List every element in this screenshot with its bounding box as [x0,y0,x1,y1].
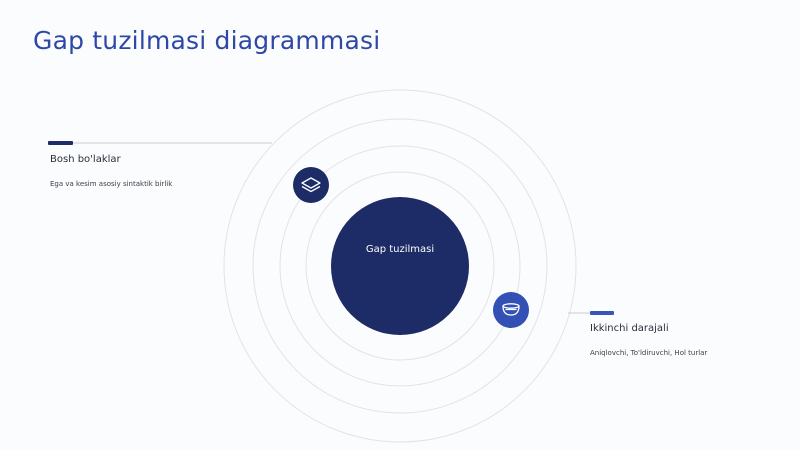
item-1-heading: Bosh bo'laklar [50,154,121,165]
center-disc [331,197,469,335]
accent-bar-2 [590,311,614,315]
layers-icon [301,177,321,193]
item-2-description: Aniqlovchi, To'ldiruvchi, Hol turlar [590,349,708,357]
accent-bar-1 [48,141,73,145]
page-title: Gap tuzilmasi diagrammasi [33,26,381,55]
item-2-heading: Ikkinchi darajali [590,323,669,334]
ring-3 [252,118,548,414]
bowl-icon [502,303,520,316]
center-label: Gap tuzilmasi [365,244,435,255]
ring-outer [223,89,577,443]
item-1-description: Ega va kesim asosiy sintaktik birlik [50,180,173,188]
node-1-circle [293,167,329,203]
ring-2 [279,145,521,387]
ring-1 [305,171,495,361]
